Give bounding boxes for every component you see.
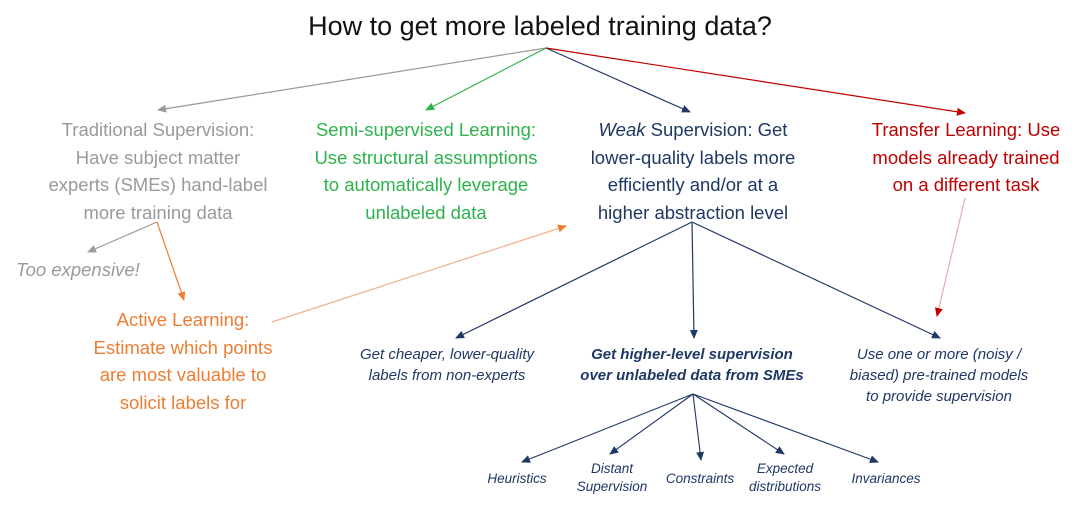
transfer-heading-rest: Use xyxy=(1027,119,1061,140)
weak-heading-label: Supervision: xyxy=(650,119,753,140)
node-traditional-supervision: Traditional Supervision: Have subject ma… xyxy=(36,116,280,226)
node-semi-supervised-learning: Semi-supervised Learning: Use structural… xyxy=(300,116,552,226)
semi-heading: Semi-supervised Learning: xyxy=(315,119,537,140)
arrow-title-to-transfer xyxy=(545,47,966,116)
node-pretrained-models: Use one or more (noisy / biased) pre-tra… xyxy=(824,344,1054,407)
transfer-line-1: models already trained xyxy=(872,146,1060,168)
weak-line-1: lower-quality labels more xyxy=(590,146,796,168)
arrow-weak-to-cheaper xyxy=(455,221,693,339)
traditional-line-1: Have subject matter xyxy=(75,146,241,168)
node-higher-level-supervision: Get higher-level supervision over unlabe… xyxy=(562,344,822,386)
cheaper-line-2: labels from non-experts xyxy=(368,367,526,384)
arrow-to-expected xyxy=(692,393,785,455)
node-too-expensive: Too expensive! xyxy=(16,259,140,280)
distant-line-1: Distant xyxy=(590,461,634,476)
leaf-distant-supervision: Distant Supervision xyxy=(562,460,662,496)
arrow-title-to-traditional xyxy=(157,47,547,113)
weak-heading: Weak Supervision: Get xyxy=(570,116,816,144)
semi-line-2: to automatically leverage xyxy=(323,174,529,195)
arrow-title-to-weak xyxy=(545,47,691,113)
arrow-traditional-to-active xyxy=(156,221,186,301)
arrow-weak-to-pretrained xyxy=(691,221,941,339)
active-line-3: solicit labels for xyxy=(119,391,247,413)
transfer-line-2: on a different task xyxy=(892,174,1040,195)
active-line-2: are most valuable to xyxy=(99,364,267,385)
traditional-line-2: experts (SMEs) hand-label xyxy=(48,174,268,195)
arrow-to-heuristics xyxy=(521,393,694,463)
node-active-learning: Active Learning: Estimate which points a… xyxy=(78,306,288,416)
semi-line-1: Use structural assumptions xyxy=(314,146,538,168)
semi-line-3: unlabeled data xyxy=(365,201,487,223)
higher-level-line-1: Get higher-level supervision xyxy=(591,346,793,363)
leaf-constraints: Constraints xyxy=(665,471,735,486)
arrow-to-constraints xyxy=(692,393,705,461)
pretrained-line-2: biased) pre-trained models xyxy=(849,367,1029,384)
arrow-weak-to-higher-level xyxy=(689,221,698,339)
traditional-line-3: more training data xyxy=(83,201,233,223)
pretrained-line-3: to provide supervision xyxy=(866,388,1012,405)
node-cheaper-labels: Get cheaper, lower-quality labels from n… xyxy=(342,344,552,386)
traditional-heading: Traditional Supervision: xyxy=(61,119,255,140)
diagram-title: How to get more labeled training data? xyxy=(308,11,772,41)
arrow-to-distant xyxy=(609,393,694,455)
weak-heading-emphasis: Weak xyxy=(598,119,646,140)
leaf-heuristics: Heuristics xyxy=(487,471,547,486)
distant-line-2: Supervision xyxy=(576,479,648,494)
arrow-transfer-to-pretrained xyxy=(934,197,966,317)
expected-line-1: Expected xyxy=(756,461,814,476)
higher-level-line-2: over unlabeled data from SMEs xyxy=(580,367,804,384)
cheaper-line-1: Get cheaper, lower-quality xyxy=(360,346,534,363)
pretrained-line-1: Use one or more (noisy / xyxy=(856,346,1022,363)
arrow-to-invariances xyxy=(692,393,879,463)
active-line-1: Estimate which points xyxy=(93,336,273,358)
leaf-expected-distributions: Expected distributions xyxy=(732,460,838,496)
node-weak-supervision: Weak Supervision: Get lower-quality labe… xyxy=(570,116,816,226)
arrow-title-to-semi xyxy=(425,47,547,111)
expected-line-2: distributions xyxy=(748,479,822,494)
leaf-invariances: Invariances xyxy=(851,471,921,486)
transfer-heading: Transfer Learning: Use xyxy=(856,116,1076,144)
weak-line-3: higher abstraction level xyxy=(597,201,789,223)
weak-heading-rest: Get xyxy=(757,119,788,140)
weak-line-2: efficiently and/or at a xyxy=(607,174,779,195)
node-transfer-learning: Transfer Learning: Use models already tr… xyxy=(856,116,1076,199)
arrow-traditional-to-too-expensive xyxy=(87,221,158,253)
arrow-active-to-weak xyxy=(271,224,567,323)
active-heading: Active Learning: xyxy=(116,309,250,330)
transfer-heading-label: Transfer Learning: xyxy=(871,119,1023,140)
